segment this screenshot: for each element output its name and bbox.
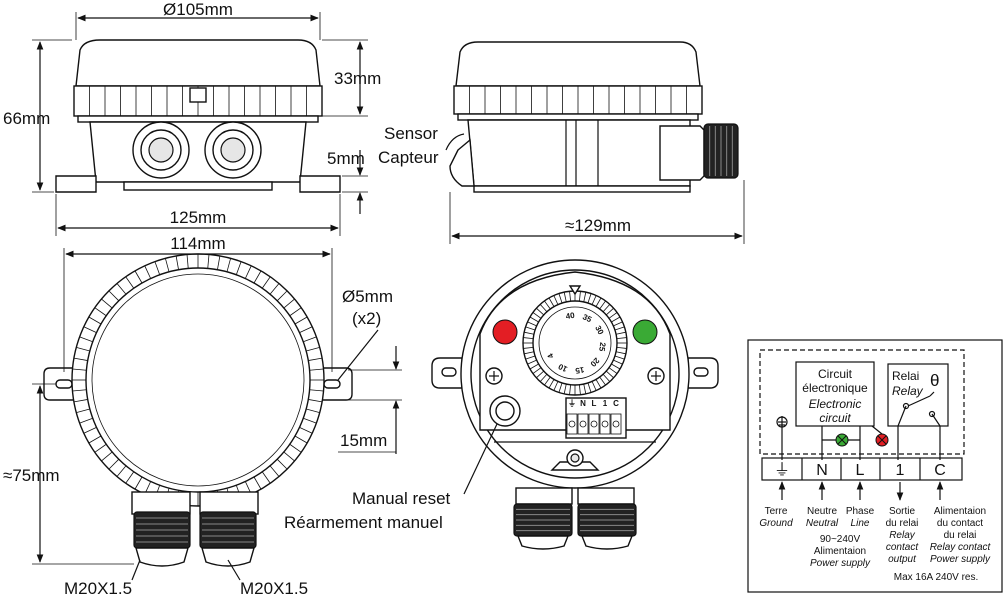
gland-label-right: M20X1.5: [240, 579, 308, 598]
dial-number: 35: [581, 312, 593, 324]
output-label-en3: output: [888, 554, 917, 565]
feed-label-fr2: du contact: [937, 518, 983, 529]
dim-width-129: ≈129mm: [565, 216, 631, 235]
feed-label-fr1: Alimentaion: [934, 506, 986, 517]
led-red: [492, 319, 518, 345]
wiring-terminal-label: C: [934, 462, 946, 479]
terminal-label: C: [613, 399, 619, 408]
terminal-screw[interactable]: [568, 420, 576, 428]
output-label-fr1: Sortie: [889, 506, 916, 517]
circuit-label-en2: circuit: [819, 411, 851, 425]
screw-left: [485, 367, 503, 385]
circuit-label-fr1: Circuit: [818, 367, 853, 381]
dim-width-114: 114mm: [170, 234, 225, 253]
dim-height-15: 15mm: [340, 431, 387, 450]
reset-label-fr: Réarmement manuel: [284, 513, 443, 532]
terminal-label: 1: [603, 399, 608, 408]
terminal-screw[interactable]: [579, 420, 587, 428]
dial-number: 25: [597, 342, 607, 353]
neutral-label-fr: Neutre: [807, 506, 837, 517]
terminal-screw[interactable]: [612, 420, 620, 428]
led-green: [632, 319, 658, 345]
dim-height-33: 33mm: [334, 69, 381, 88]
terminal-label: ⏚: [568, 399, 576, 408]
dim-hole-count: (x2): [352, 309, 381, 328]
ground-label-fr: Terre: [765, 506, 788, 517]
neutral-label-en: Neutral: [806, 518, 839, 529]
feed-label-fr3: du relai: [944, 530, 977, 541]
output-label-fr2: du relai: [886, 518, 919, 529]
wiring-terminal-label: 1: [896, 462, 905, 479]
dim-diameter-105: Ø105mm: [163, 0, 233, 19]
dim-height-66: 66mm: [3, 109, 50, 128]
side-elevation-view: Sensor Capteur ≈129mm: [378, 41, 745, 244]
feed-label-en2: Power supply: [930, 554, 991, 565]
relay-label-en: Relay: [892, 384, 924, 398]
output-label-en2: contact: [886, 542, 919, 553]
dim-width-125: 125mm: [170, 208, 227, 227]
relay-theta: θ: [930, 371, 939, 390]
dial-number: 40: [565, 311, 576, 322]
wiring-terminal-label: ⏚: [774, 461, 790, 479]
dim-hole-5: Ø5mm: [342, 287, 393, 306]
terminal-label: L: [592, 399, 597, 408]
wiring-diagram: Circuit électronique Electronic circuit …: [747, 339, 1003, 593]
terminal-label: N: [580, 399, 586, 408]
sensor-label-en: Sensor: [384, 124, 438, 143]
ground-label-en: Ground: [759, 518, 793, 529]
cable-clamp-icon: [550, 449, 600, 471]
dial-number: 4: [545, 351, 555, 360]
sensor-label-fr: Capteur: [378, 148, 439, 167]
dim-height-5: 5mm: [327, 149, 365, 168]
relay-label-fr: Relai: [892, 369, 919, 383]
max-rating-label: Max 16A 240V res.: [894, 572, 979, 583]
phase-label-en: Line: [851, 518, 870, 529]
front-elevation-view: Ø105mm 66mm 33mm 5mm 125mm: [3, 0, 381, 236]
reset-label-en: Manual reset: [352, 489, 451, 508]
wiring-terminal-label: N: [816, 462, 828, 479]
top-view: 114mm Ø5mm (x2) 15mm ≈75mm M20X1.5 M20X1…: [3, 234, 402, 598]
wiring-terminal-label: L: [856, 462, 865, 479]
relay-switch-icon: [902, 391, 936, 418]
front-elevation-glands: [132, 121, 262, 179]
dial-number: 15: [574, 365, 585, 376]
ground-symbol-icon: [776, 416, 788, 428]
gland-label-left: M20X1.5: [64, 579, 132, 598]
circuit-label-en1: Electronic: [809, 397, 862, 411]
dim-height-75: ≈75mm: [3, 466, 60, 485]
circuit-label-fr2: électronique: [802, 381, 868, 395]
manual-reset-button[interactable]: [489, 395, 521, 427]
screw-right: [647, 367, 665, 385]
dial-number: 10: [556, 361, 568, 373]
phase-label-fr: Phase: [846, 506, 875, 517]
output-label-en1: Relay: [889, 530, 916, 541]
terminal-screw[interactable]: [601, 420, 609, 428]
supply-label-fr: Alimentaion: [814, 546, 866, 557]
feed-label-en1: Relay contact: [930, 542, 992, 553]
terminal-screw[interactable]: [590, 420, 598, 428]
voltage-label: 90~240V: [820, 534, 861, 545]
supply-label-en: Power supply: [810, 558, 871, 569]
